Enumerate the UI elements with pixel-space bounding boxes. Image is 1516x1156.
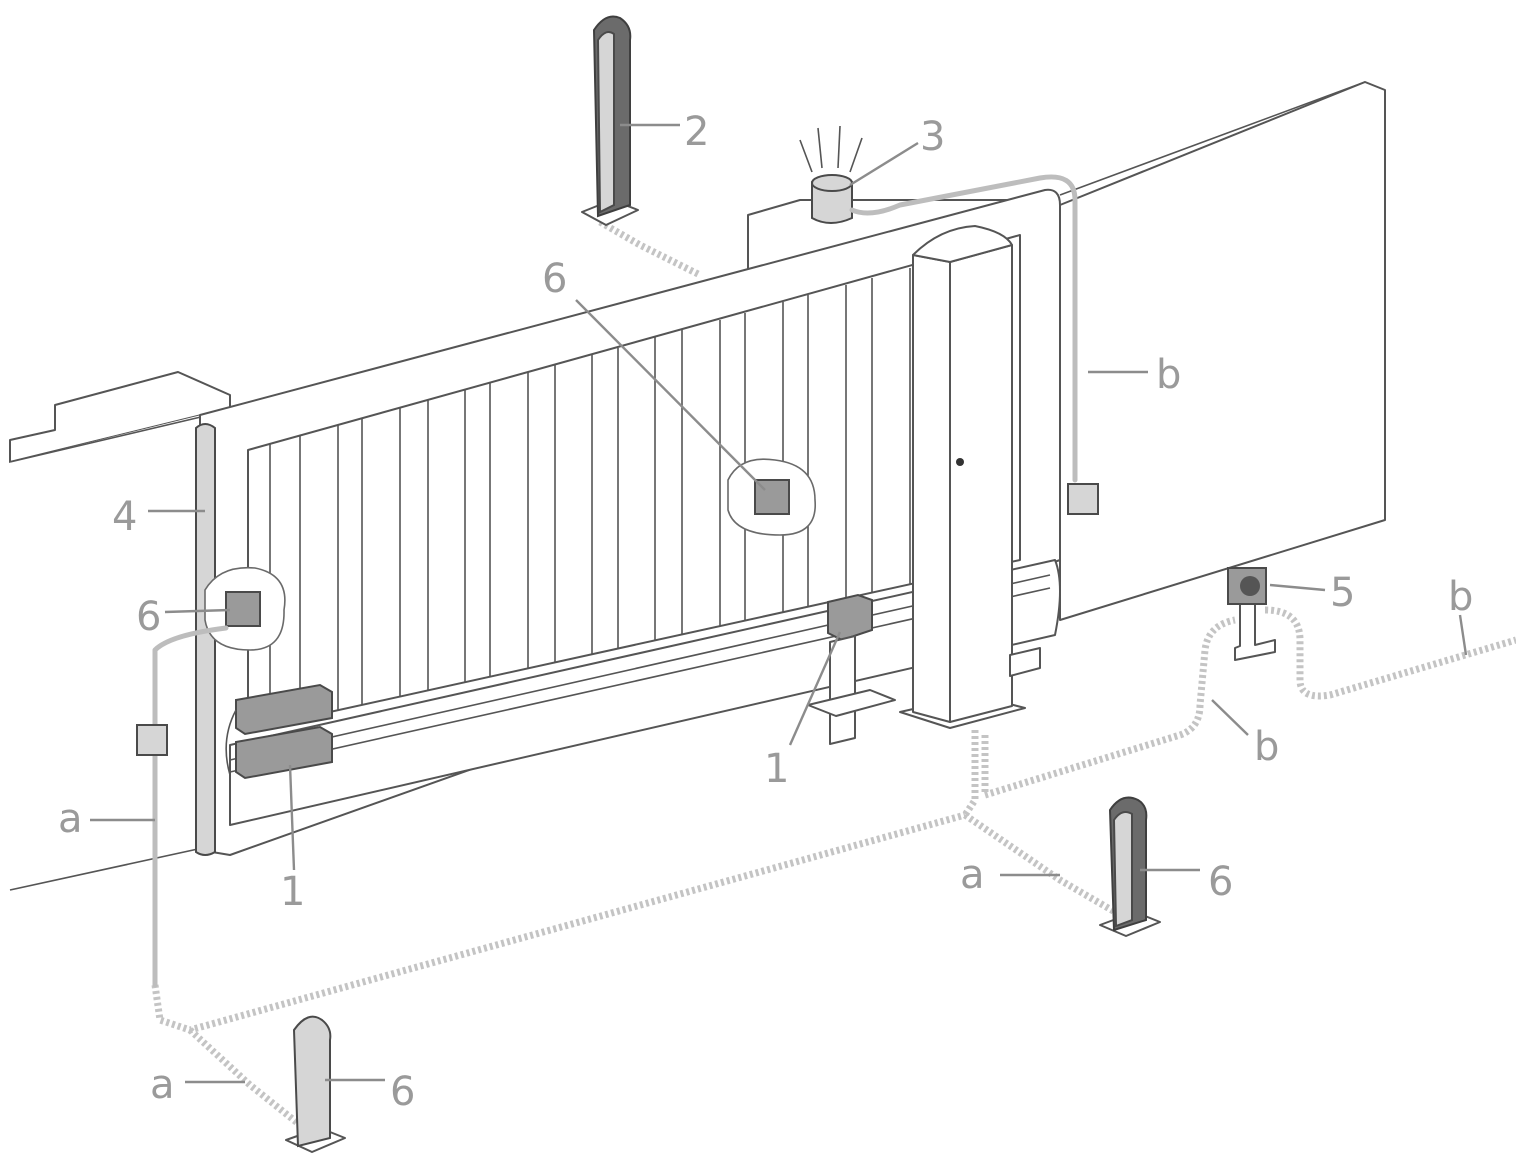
label-warning-light: 3 <box>920 114 945 160</box>
cable-to-switch <box>981 616 1236 799</box>
label-cable-b-switch: b <box>1254 724 1279 770</box>
warning-light-cable <box>849 174 1078 483</box>
left-junction-box <box>136 724 168 756</box>
drive-motor-left-cables <box>225 709 237 776</box>
column-foot-guide <box>1009 647 1041 677</box>
key-switch <box>1227 567 1276 661</box>
column-side <box>949 244 1013 723</box>
drive-motor-left-lower <box>235 725 333 780</box>
label-cable-a-right: a <box>960 852 985 898</box>
post2-front-strip <box>596 31 615 214</box>
label-key-selector-post: 2 <box>684 109 709 155</box>
key-switch-stand <box>1234 597 1276 661</box>
label-photocell-gate-left: 6 <box>136 594 161 640</box>
label-drive-motor-left: 1 <box>280 869 305 915</box>
key-selector-post <box>581 15 639 226</box>
cable-column-down <box>962 730 979 817</box>
label-cable-b-wall: b <box>1156 352 1181 398</box>
drive-units <box>225 593 896 780</box>
label-photocell-post-right: 6 <box>1208 859 1233 905</box>
photocell-gate-center-group <box>727 458 816 536</box>
safety-edge-strip <box>195 423 216 856</box>
label-key-switch: 5 <box>1330 570 1355 616</box>
drive-motor-left-upper <box>235 683 333 736</box>
label-photocell-gate-center: 6 <box>542 256 567 302</box>
photocell-gate-left <box>225 591 261 627</box>
cable-far-right <box>1264 606 1516 700</box>
photocell-left-cable <box>152 625 229 988</box>
column-front <box>912 254 951 723</box>
photocell-gate-left-group <box>152 566 286 988</box>
warning-light-rays <box>799 125 863 173</box>
post-front-body <box>292 1015 332 1148</box>
photocell-post-right <box>1099 796 1161 937</box>
wall-right-top-edge <box>1059 81 1366 196</box>
warning-light-top <box>811 174 853 192</box>
label-photocell-post-front: 6 <box>390 1069 415 1115</box>
label-drive-motor-right: 1 <box>764 746 789 792</box>
wall-left-base <box>9 841 231 891</box>
label-cable-a-left: a <box>58 796 83 842</box>
wall-right-panel <box>1059 81 1386 621</box>
photocell-post-front <box>285 1015 346 1153</box>
cable-front-post <box>187 1027 303 1128</box>
wall-junction-box <box>1067 483 1099 515</box>
cable-front-run <box>151 811 966 1034</box>
callout-labels: 2 3 4 5 6 6 1 1 b b b a a 6 a 6 <box>58 109 1473 1115</box>
label-cable-a-front: a <box>150 1062 175 1108</box>
column-cap <box>912 225 1013 263</box>
post-right-strip <box>1112 811 1133 928</box>
leader-lines <box>90 123 1468 1084</box>
label-cable-b-far: b <box>1448 574 1473 620</box>
column-lock-dot <box>956 458 964 466</box>
gate-column <box>899 225 1041 729</box>
drive-center-stand <box>829 635 856 745</box>
underground-cables <box>151 218 1516 1128</box>
label-safety-edge: 4 <box>112 494 137 540</box>
gate-slats <box>269 268 911 725</box>
key-switch-lock <box>1240 576 1260 596</box>
wall-left-top <box>9 415 206 463</box>
drive-center-plate <box>807 689 896 717</box>
cable-post2 <box>598 218 702 279</box>
cable-right-post <box>963 812 1117 916</box>
warning-light <box>799 125 1078 483</box>
drive-motor-center <box>827 593 873 642</box>
wall-left-face <box>10 408 230 890</box>
